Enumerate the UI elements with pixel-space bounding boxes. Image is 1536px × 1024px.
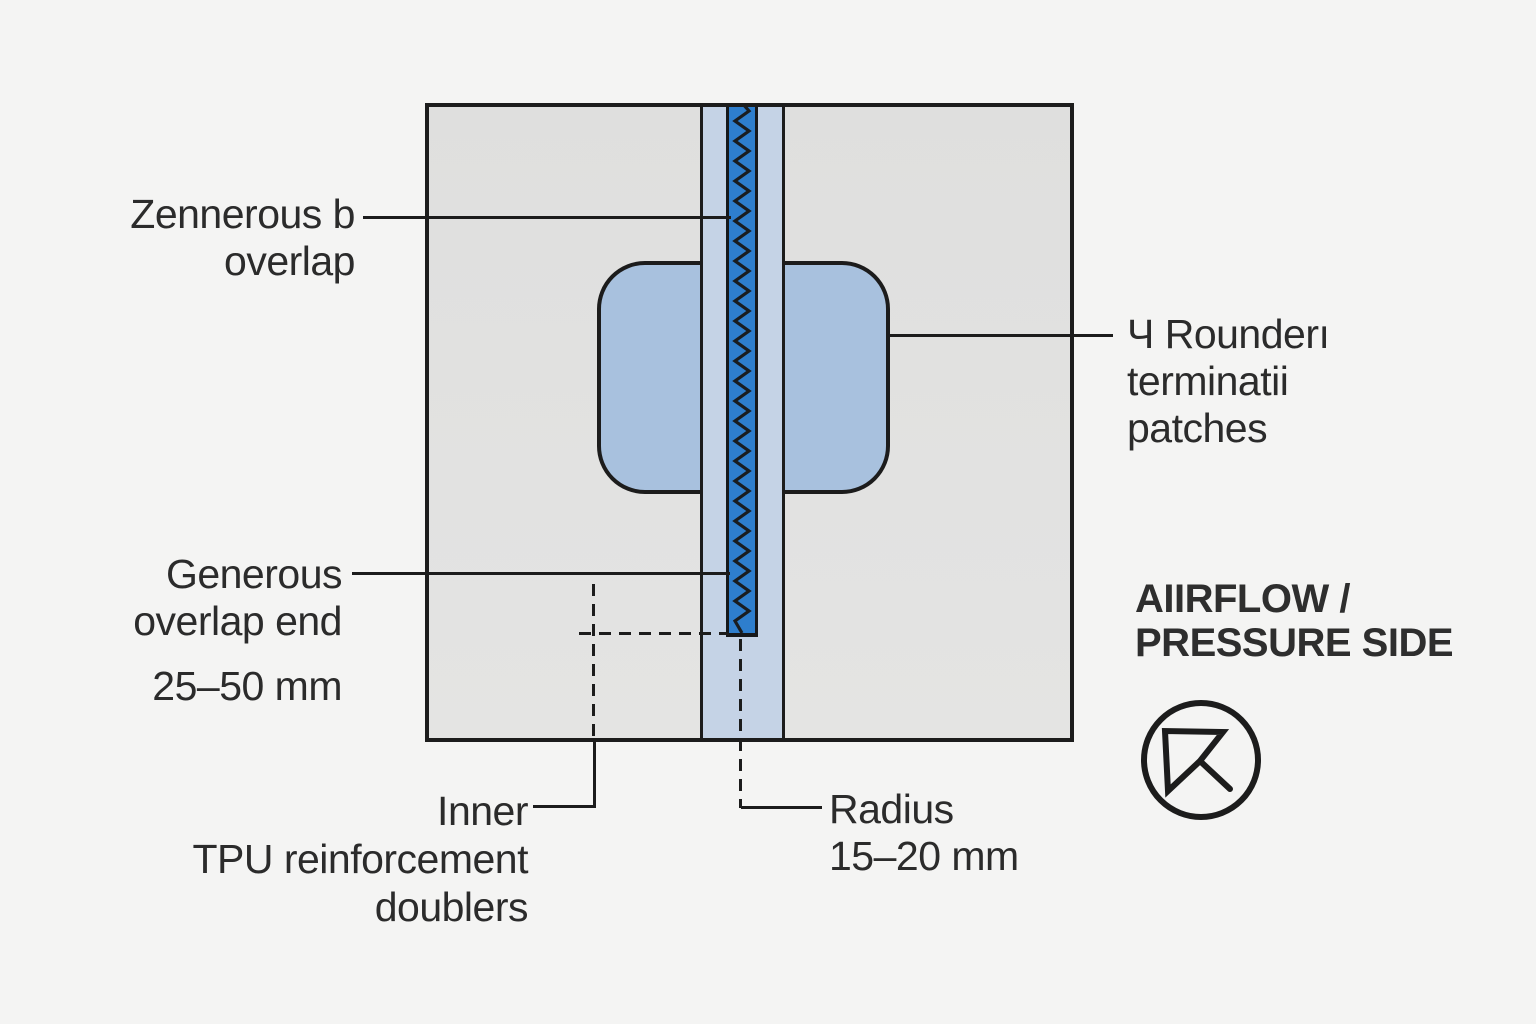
label-airflow-line1: AIIRFLOW /: [1135, 577, 1350, 621]
label-overlap-end-line2: overlap end: [133, 598, 342, 644]
label-overlap-line2: overlap: [224, 238, 355, 284]
label-patches: Ч Rounderı terminatiі patches: [1127, 311, 1417, 452]
label-doublers-line2: TPU reinforcement: [192, 836, 528, 882]
stitch-strip: [726, 103, 758, 637]
label-doublers-line1: Inner: [437, 788, 528, 834]
label-patches-line2: terminatiі: [1127, 358, 1289, 404]
label-doublers: Inner TPU reinforcement doublers: [140, 787, 528, 931]
leader-line-overlap-end: [352, 572, 730, 575]
label-overlap: Zennerous b overlap: [80, 191, 355, 285]
label-overlap-end-dimension: 25–50 mm: [152, 663, 342, 709]
leader-line-doublers-h: [533, 805, 596, 808]
label-patches-line3: patches: [1127, 405, 1268, 451]
label-doublers-line3: doublers: [374, 884, 529, 930]
label-radius-dimension: 15–20 mm: [829, 833, 1019, 879]
dashed-line-doubler-extent: [592, 584, 595, 742]
leader-line-overlap: [363, 216, 731, 219]
label-radius: Radius 15–20 mm: [829, 786, 1079, 880]
dashed-line-radius: [739, 639, 742, 808]
label-overlap-end-line1: Generous: [165, 551, 343, 597]
label-radius-line1: Radius: [829, 786, 954, 832]
label-airflow-pressure-side: AIIRFLOW / PRESSURE SIDE: [1135, 577, 1454, 665]
zigzag-stitch: [732, 103, 752, 633]
leader-line-doublers-v: [593, 742, 596, 808]
leader-line-radius: [741, 806, 822, 809]
dashed-line-strip-end: [579, 632, 729, 635]
leader-line-patch: [890, 334, 1113, 337]
label-patches-line1: Ч Rounderı: [1127, 311, 1330, 357]
arrow-up-left-circle-icon: [1138, 697, 1264, 823]
label-overlap-line1: Zennerous b: [130, 191, 355, 237]
label-overlap-end: Generous overlap end 25–50 mm: [80, 551, 342, 710]
label-airflow-line2: PRESSURE SIDE: [1135, 621, 1454, 665]
zigzag-stitch-path: [732, 103, 752, 633]
